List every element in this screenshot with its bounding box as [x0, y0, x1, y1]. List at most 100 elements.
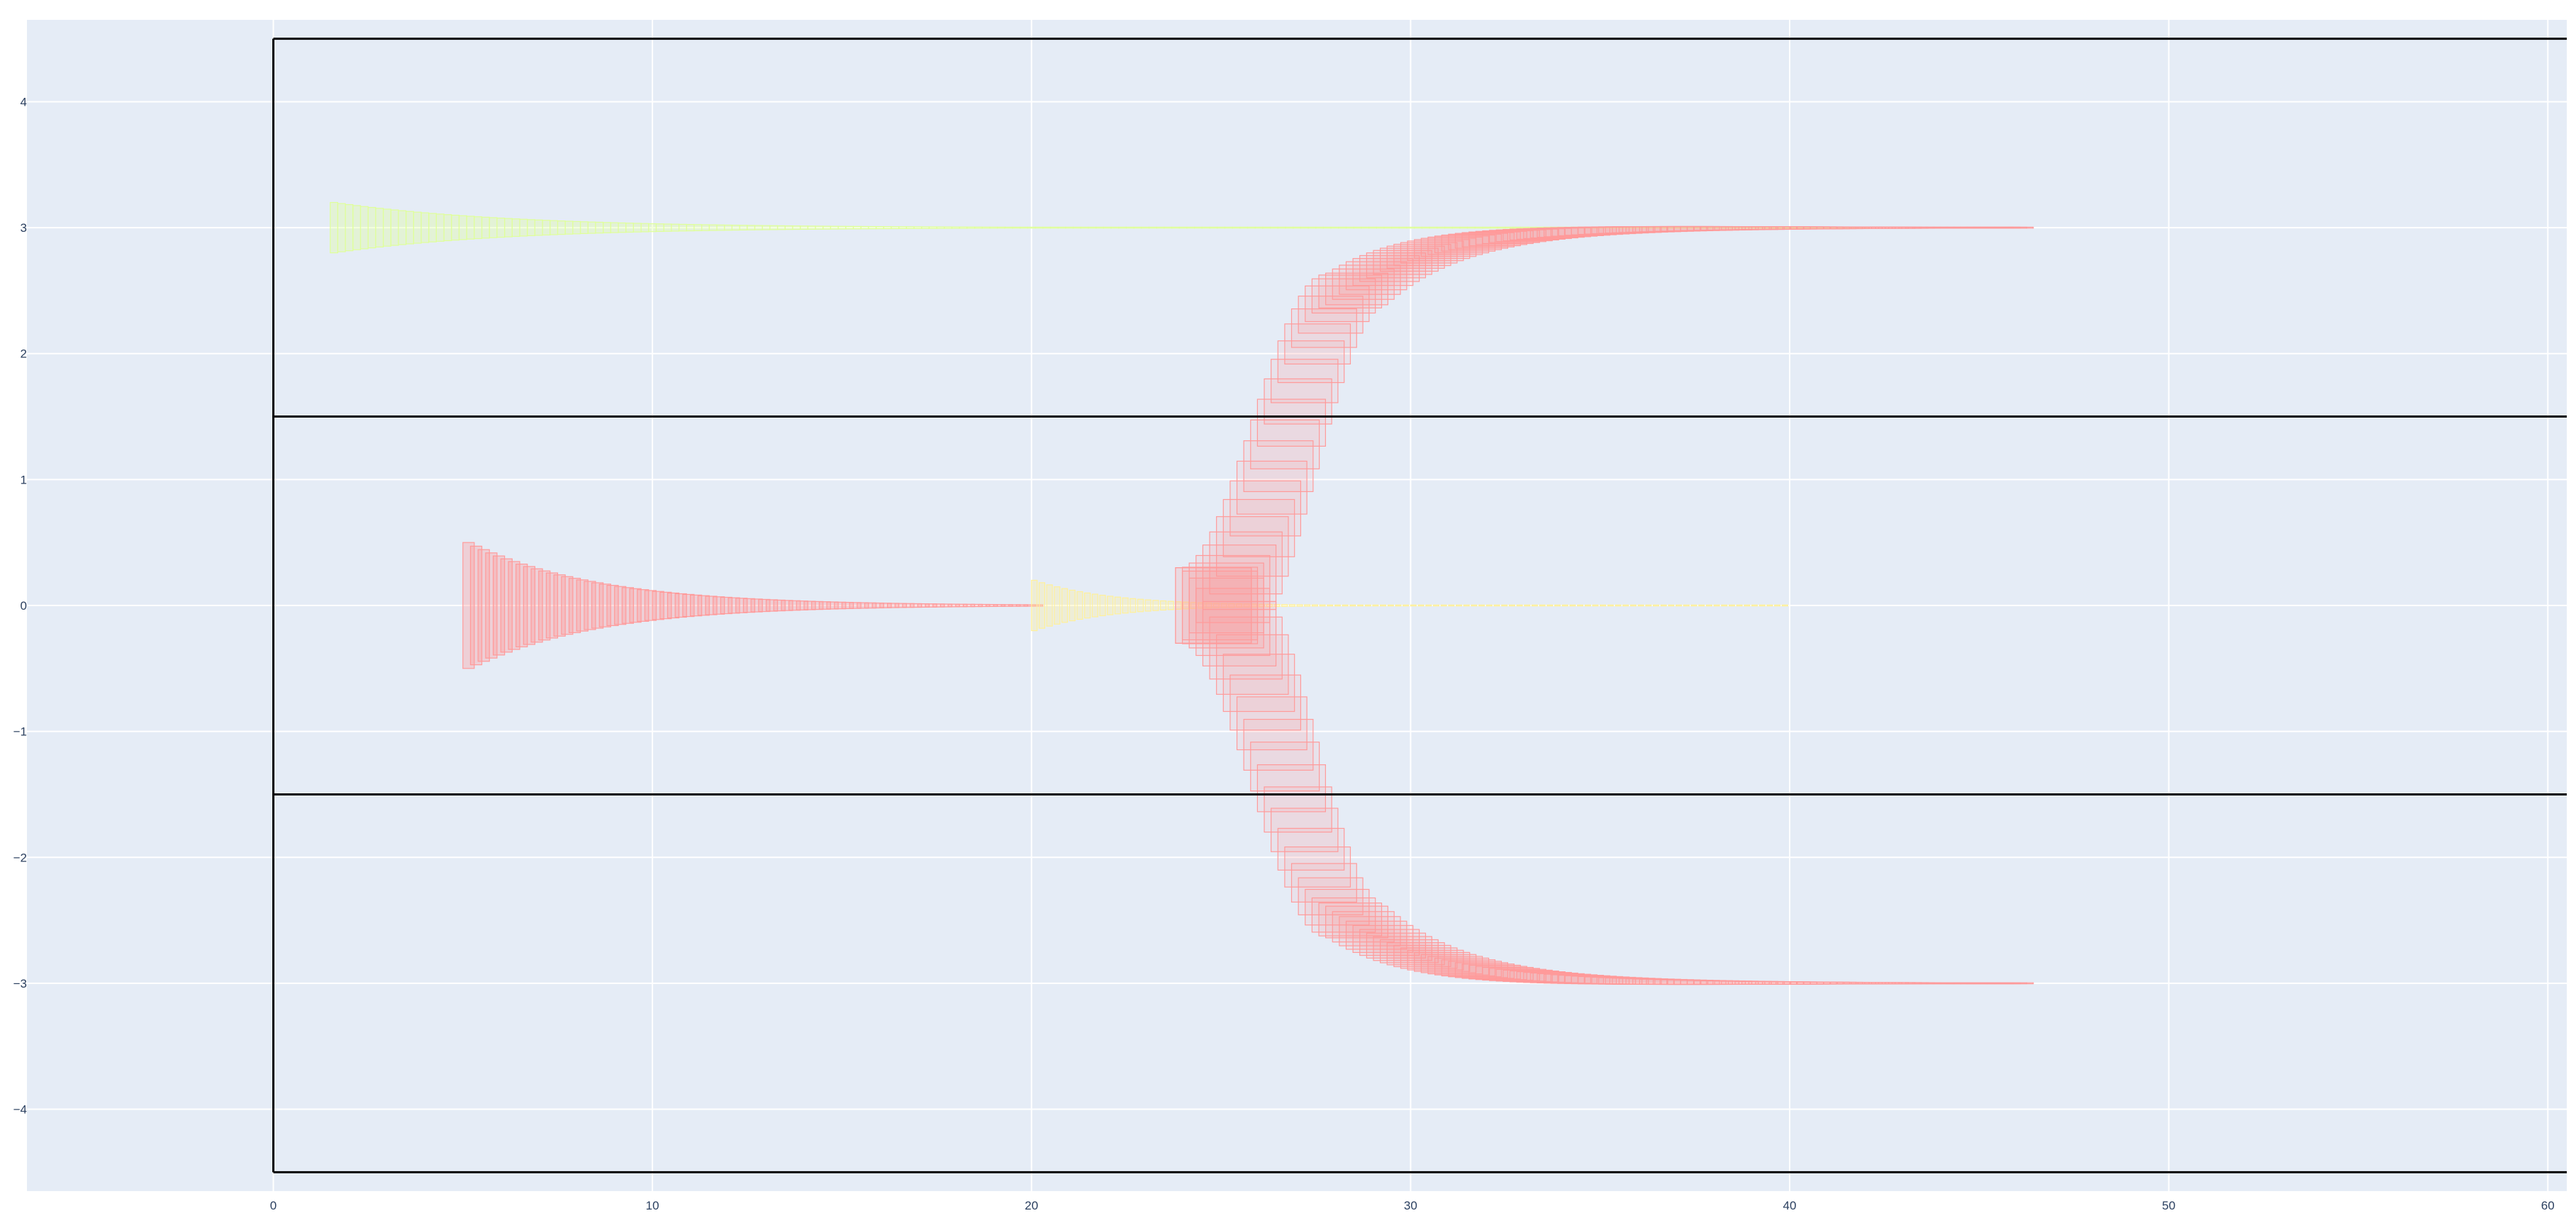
series-mark	[693, 224, 703, 231]
series-mark	[553, 574, 566, 637]
series-mark	[754, 225, 763, 230]
series-mark	[1188, 577, 1264, 649]
series-mark	[1091, 593, 1098, 618]
x-tick-label: 60	[2541, 1199, 2555, 1212]
series-mark	[860, 225, 869, 230]
series-mark	[1122, 597, 1129, 614]
series-mark	[1247, 226, 1256, 229]
series-mark	[868, 225, 877, 230]
y-tick-label: −4	[13, 1103, 27, 1117]
series-mark	[538, 570, 551, 641]
series-mark	[970, 603, 983, 608]
series-mark	[936, 226, 945, 229]
series-mark	[500, 558, 513, 653]
series-mark	[959, 226, 968, 229]
series-mark	[898, 226, 907, 230]
series-mark	[481, 216, 490, 239]
series-mark	[1459, 226, 1468, 229]
series-mark	[614, 586, 627, 625]
series-mark	[1376, 226, 1385, 229]
series-mark	[1065, 226, 1074, 229]
series-mark	[1159, 600, 1167, 611]
series-mark	[1232, 226, 1241, 229]
series-mark	[1311, 604, 1319, 607]
series-mark	[1400, 947, 1458, 969]
series-mark	[568, 578, 581, 633]
series-mark	[550, 220, 559, 235]
series-mark	[1311, 897, 1376, 933]
series-mark	[1049, 226, 1059, 229]
series-mark	[1505, 226, 1514, 229]
series-mark	[466, 216, 475, 240]
series-mark	[1181, 570, 1259, 644]
series-mark	[803, 601, 816, 610]
series-mark	[750, 598, 763, 613]
series-mark	[576, 579, 589, 632]
series-mark	[375, 208, 384, 247]
series-mark	[1084, 592, 1091, 619]
series-mark	[587, 221, 596, 234]
series-mark	[485, 552, 498, 659]
series-mark	[652, 591, 664, 620]
series-mark	[1421, 226, 1430, 229]
series-mark	[523, 566, 536, 645]
x-tick-label: 50	[2162, 1199, 2175, 1212]
series-mark	[1250, 419, 1320, 469]
series-mark	[1437, 226, 1446, 229]
series-mark	[962, 603, 976, 608]
series-mark	[1141, 226, 1150, 229]
y-tick-label: −2	[13, 851, 27, 864]
series-mark	[845, 225, 854, 230]
series-mark	[1236, 460, 1307, 515]
series-mark	[834, 601, 847, 610]
series-mark	[978, 603, 991, 608]
series-mark	[1012, 226, 1021, 229]
series-mark	[420, 212, 430, 243]
series-mark	[534, 219, 543, 236]
series-mark	[917, 603, 930, 608]
series-mark	[1042, 226, 1052, 229]
series-mark	[1258, 603, 1266, 608]
series-mark	[966, 226, 976, 229]
series-mark	[735, 598, 748, 613]
series-mark	[947, 603, 960, 608]
series-mark	[1167, 601, 1174, 610]
series-mark	[1103, 226, 1112, 229]
series-mark	[1178, 226, 1188, 229]
series-mark	[1444, 226, 1453, 229]
series-mark	[1054, 586, 1061, 625]
series-mark	[1474, 226, 1483, 229]
series-mark	[765, 599, 779, 612]
series-mark	[504, 218, 513, 238]
series-mark	[837, 225, 847, 230]
series-mark	[1284, 846, 1351, 888]
series-mark	[1315, 226, 1325, 229]
series-mark	[443, 214, 452, 242]
series-mark	[776, 225, 786, 230]
series-mark	[625, 223, 635, 233]
series-mark	[1230, 480, 1302, 537]
series-mark	[382, 208, 391, 247]
series-mark	[784, 225, 793, 230]
series-mark	[925, 603, 937, 608]
series-mark	[818, 601, 832, 610]
series-mark	[727, 597, 740, 614]
series-mark	[359, 206, 369, 250]
series-mark	[731, 225, 740, 231]
series-mark	[1284, 323, 1351, 365]
series-mark	[773, 599, 786, 612]
series-mark	[413, 211, 422, 244]
series-mark	[451, 214, 460, 241]
series-mark	[1217, 226, 1226, 229]
series-mark	[1271, 808, 1339, 852]
series-mark	[621, 587, 635, 624]
series-mark	[1216, 516, 1289, 577]
series-mark	[1345, 226, 1354, 229]
series-mark	[951, 226, 960, 229]
series-mark	[352, 205, 362, 250]
series-mark	[663, 223, 672, 232]
series-mark	[1451, 226, 1461, 229]
series-mark	[1520, 226, 1529, 229]
series-mark	[1497, 226, 1506, 229]
series-mark	[823, 225, 832, 230]
